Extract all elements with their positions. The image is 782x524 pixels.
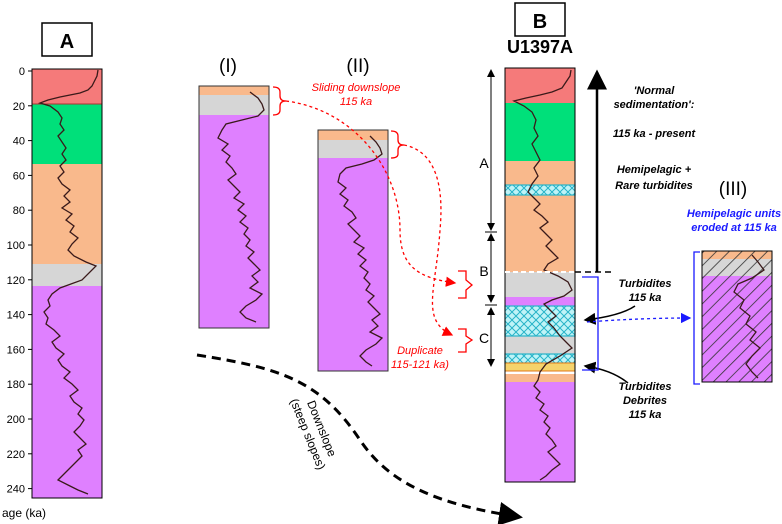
red-arrow-to-b bbox=[285, 100, 457, 287]
axis-tick-label: 40 bbox=[13, 136, 25, 148]
turb-line2: 115 ka bbox=[629, 292, 662, 304]
panel-a-label-box: A bbox=[41, 22, 93, 57]
axis-tick-label: 0 bbox=[19, 66, 25, 78]
axis-tick-label: 100 bbox=[7, 240, 25, 252]
turbidites-label: Turbidites 115 ka bbox=[619, 278, 672, 304]
section-a-label: A bbox=[479, 155, 489, 171]
red-bracket-col1 bbox=[272, 86, 287, 116]
red-bracket-b bbox=[458, 270, 474, 299]
debrite-line1: Turbidites bbox=[619, 381, 672, 393]
eroded-text: Hemipelagic units eroded at 115 ka bbox=[687, 208, 781, 234]
core-iii-log-curve bbox=[733, 254, 765, 379]
core-name: U1397A bbox=[507, 37, 573, 57]
axis-tick-label: 20 bbox=[13, 101, 25, 113]
downslope-label: Downslope (steep slopes) bbox=[287, 397, 339, 472]
axis-tick-label: 140 bbox=[7, 310, 25, 322]
core-i bbox=[198, 85, 270, 329]
normal-line3: 115 ka - present bbox=[613, 128, 697, 140]
red-arrow-to-c bbox=[403, 144, 454, 336]
normal-sedimentation-text: 'Normal sedimentation': 115 ka - present… bbox=[613, 85, 697, 192]
core-a bbox=[31, 68, 103, 499]
axis-tick-label: 240 bbox=[7, 484, 25, 496]
axis-tick-label: 80 bbox=[13, 205, 25, 217]
axis-tick-label: 180 bbox=[7, 379, 25, 391]
core-iii bbox=[701, 250, 773, 383]
duplicate-label-line2: 115-121 ka) bbox=[391, 359, 449, 371]
normal-line4: Hemipelagic + bbox=[617, 164, 692, 176]
axis-title: age (ka) bbox=[2, 506, 46, 520]
col1-label: (I) bbox=[219, 56, 237, 77]
sliding-label-line1: Sliding downslope bbox=[312, 82, 401, 94]
core-i-log-curve bbox=[217, 91, 265, 323]
section-b-label: B bbox=[479, 263, 488, 279]
blue-bracket bbox=[582, 276, 599, 371]
eroded-line1: Hemipelagic units bbox=[687, 208, 781, 220]
eroded-line2: eroded at 115 ka bbox=[691, 222, 776, 234]
core-ii-log-curve bbox=[337, 135, 384, 367]
normal-line1: 'Normal bbox=[634, 85, 675, 97]
debrites-label: Turbidites Debrites 115 ka bbox=[619, 381, 672, 421]
core-b bbox=[504, 67, 576, 483]
axis-tick-label: 200 bbox=[7, 414, 25, 426]
section-arrows bbox=[485, 69, 497, 367]
col2-label: (II) bbox=[346, 56, 369, 77]
panel-b-label: B bbox=[533, 11, 547, 33]
sliding-label-line2: 115 ka bbox=[340, 96, 372, 108]
normal-line5: Rare turbidites bbox=[615, 180, 693, 192]
col3-label: (III) bbox=[719, 179, 748, 200]
axis-tick-label: 60 bbox=[13, 170, 25, 182]
axis-tick-label: 120 bbox=[7, 275, 25, 287]
core-b-log-curve bbox=[512, 69, 574, 481]
debrite-line3: 115 ka bbox=[629, 409, 662, 421]
debrites-arrow bbox=[583, 361, 629, 384]
turbidites-arrow bbox=[583, 305, 636, 325]
normal-line2: sedimentation': bbox=[614, 99, 695, 111]
section-c-label: C bbox=[479, 330, 489, 346]
debrite-line2: Debrites bbox=[623, 395, 667, 407]
turb-line1: Turbidites bbox=[619, 278, 672, 290]
red-bracket-c bbox=[458, 328, 474, 353]
blue-bracket-iii bbox=[693, 251, 700, 385]
panel-a-label: A bbox=[60, 31, 74, 53]
panel-b-label-box: B bbox=[514, 2, 566, 37]
core-ii bbox=[317, 129, 389, 372]
red-bracket-col2 bbox=[390, 130, 405, 159]
age-axis: 0 20 40 60 80 100 120 140 160 180 200 220 240 age (k… bbox=[2, 66, 46, 520]
blue-arrow bbox=[586, 312, 692, 324]
axis-tick-label: 160 bbox=[7, 344, 25, 356]
duplicate-label-line1: Duplicate bbox=[397, 345, 443, 357]
downslope-arrow bbox=[196, 353, 523, 524]
core-a-log-curve bbox=[37, 69, 99, 495]
axis-tick-label: 220 bbox=[7, 449, 25, 461]
